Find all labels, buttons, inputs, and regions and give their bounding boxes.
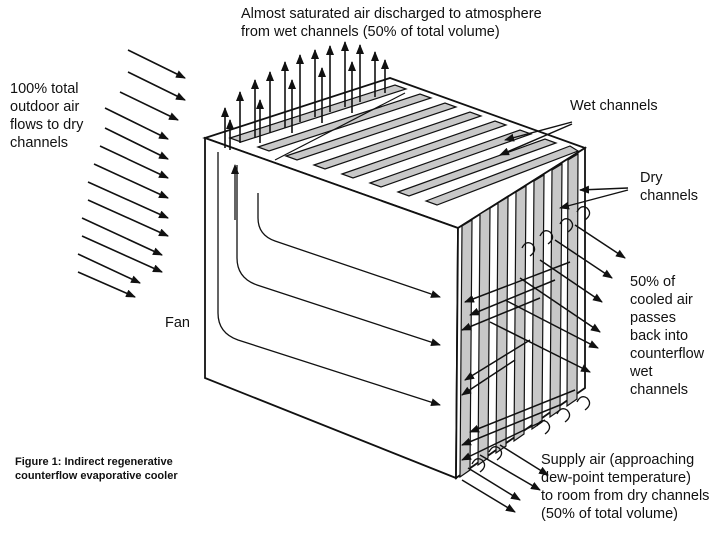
figure-caption-line1: Figure 1: Indirect regenerative bbox=[15, 456, 173, 468]
outdoor-air-label: 100% total outdoor air flows to dry chan… bbox=[10, 81, 84, 151]
cooled-air-back-label: 50% of cooled air passes back into count… bbox=[630, 274, 705, 398]
leader-lines bbox=[499, 121, 629, 210]
supply-air-label: Supply air (approaching dew-point temper… bbox=[541, 452, 710, 522]
figure-caption-line2: counterflow evaporative cooler bbox=[15, 470, 178, 482]
top-discharge-label: Almost saturated air discharged to atmos… bbox=[241, 6, 542, 40]
wet-channels-label: Wet channels bbox=[570, 98, 658, 114]
outdoor-air-arrows bbox=[77, 49, 186, 298]
turn-curls bbox=[471, 206, 591, 473]
fan-label: Fan bbox=[165, 315, 190, 331]
block-front-face bbox=[204, 136, 459, 480]
channel-flow-arrows bbox=[461, 224, 626, 513]
dry-channels-label: Dry channels bbox=[640, 170, 699, 204]
discharge-arrows bbox=[221, 41, 389, 150]
